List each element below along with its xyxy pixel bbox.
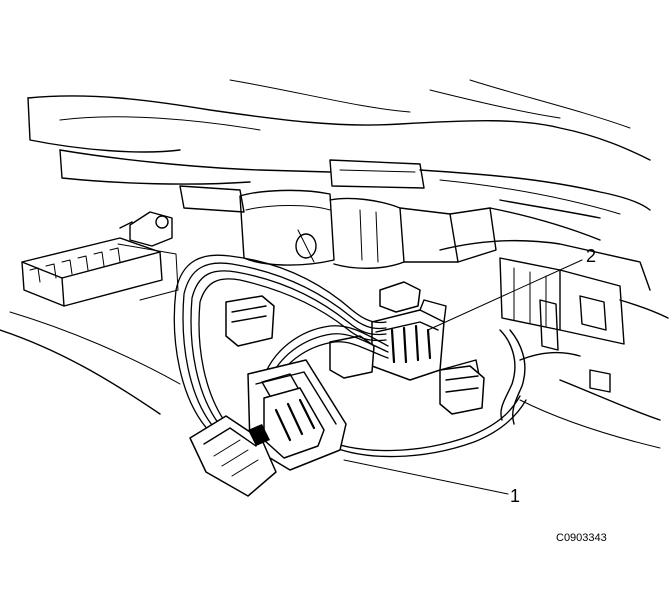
right-side-structure (439, 207, 669, 449)
engine-cover-background (27, 79, 651, 219)
leader-lines (343, 259, 583, 495)
left-rail-bracket (0, 211, 181, 415)
leader-line-1 (343, 459, 509, 495)
callout-2-label: 2 (586, 246, 596, 266)
figure-id: C0903343 (556, 532, 607, 544)
connector-2 (371, 281, 481, 393)
connector-1 (189, 359, 347, 497)
side-connectors (225, 295, 485, 415)
leader-line-2 (427, 259, 583, 331)
callout-1-label: 1 (510, 486, 520, 506)
central-cylinder-component (239, 189, 497, 269)
wiring-harness (173, 254, 581, 458)
